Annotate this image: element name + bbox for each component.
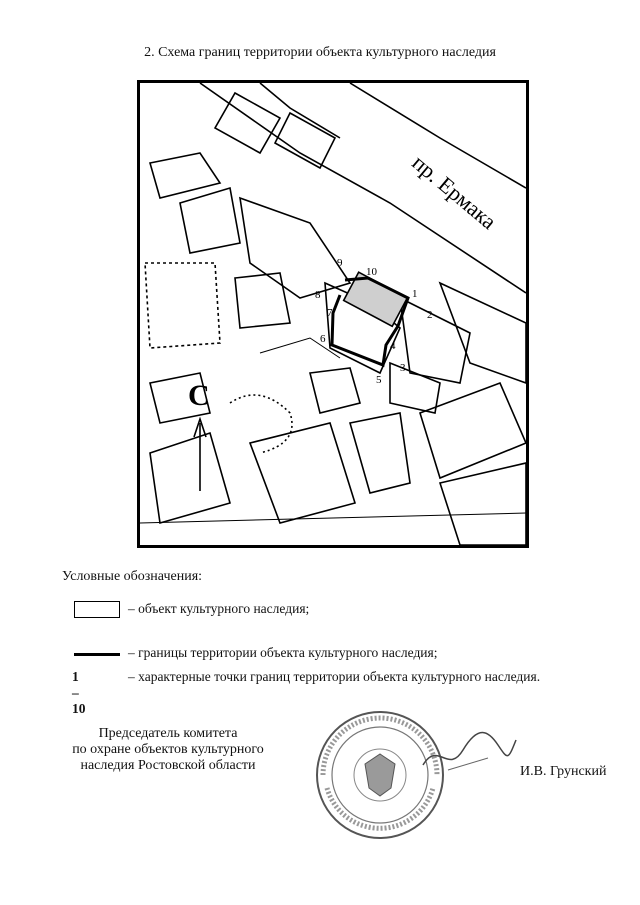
map-linework <box>140 83 526 545</box>
boundary-point-label: 6 <box>320 333 326 345</box>
street-label: пр. Ермака <box>408 150 502 235</box>
signer-position-line: наследия Ростовской области <box>80 758 256 773</box>
signer-name: И.В. Грунский <box>520 764 607 779</box>
signer-position-line: по охране объектов культурного <box>72 742 264 757</box>
document-title: 2. Схема границ территории объекта культ… <box>144 45 496 60</box>
legend-title: Условные обозначения: <box>62 569 203 584</box>
boundary-point-label: 1 <box>412 288 418 300</box>
handwritten-signature-icon <box>422 731 517 771</box>
signer-position: Председатель комитета по охране объектов… <box>58 726 278 774</box>
signer-position-line: Председатель комитета <box>98 726 238 741</box>
legend-box-symbol <box>74 601 120 618</box>
boundary-point-label: 10 <box>366 266 378 278</box>
legend-line-symbol <box>74 653 120 656</box>
legend-range-symbol: 1 – 10 <box>72 669 86 716</box>
boundary-point-label: 4 <box>390 340 396 352</box>
boundary-point-label: 8 <box>315 289 321 301</box>
site-plan-map: 1 2 3 4 5 6 7 8 9 10 пр. Ермака С <box>137 80 529 548</box>
territory-boundary-line <box>330 276 410 368</box>
legend-text: – характерные точки границ территории об… <box>128 669 541 684</box>
boundary-point-label: 3 <box>400 362 406 374</box>
boundary-point-label: 5 <box>376 374 382 386</box>
boundary-point-label: 7 <box>327 307 333 319</box>
legend-text: – границы территории объекта культурного… <box>128 645 438 660</box>
north-arrow-icon <box>193 416 207 491</box>
boundary-point-label: 2 <box>427 309 433 321</box>
north-label: С <box>188 379 210 412</box>
boundary-point-label: 9 <box>337 257 343 269</box>
legend-text: – объект культурного наследия; <box>128 601 310 616</box>
official-seal-icon <box>316 711 444 839</box>
